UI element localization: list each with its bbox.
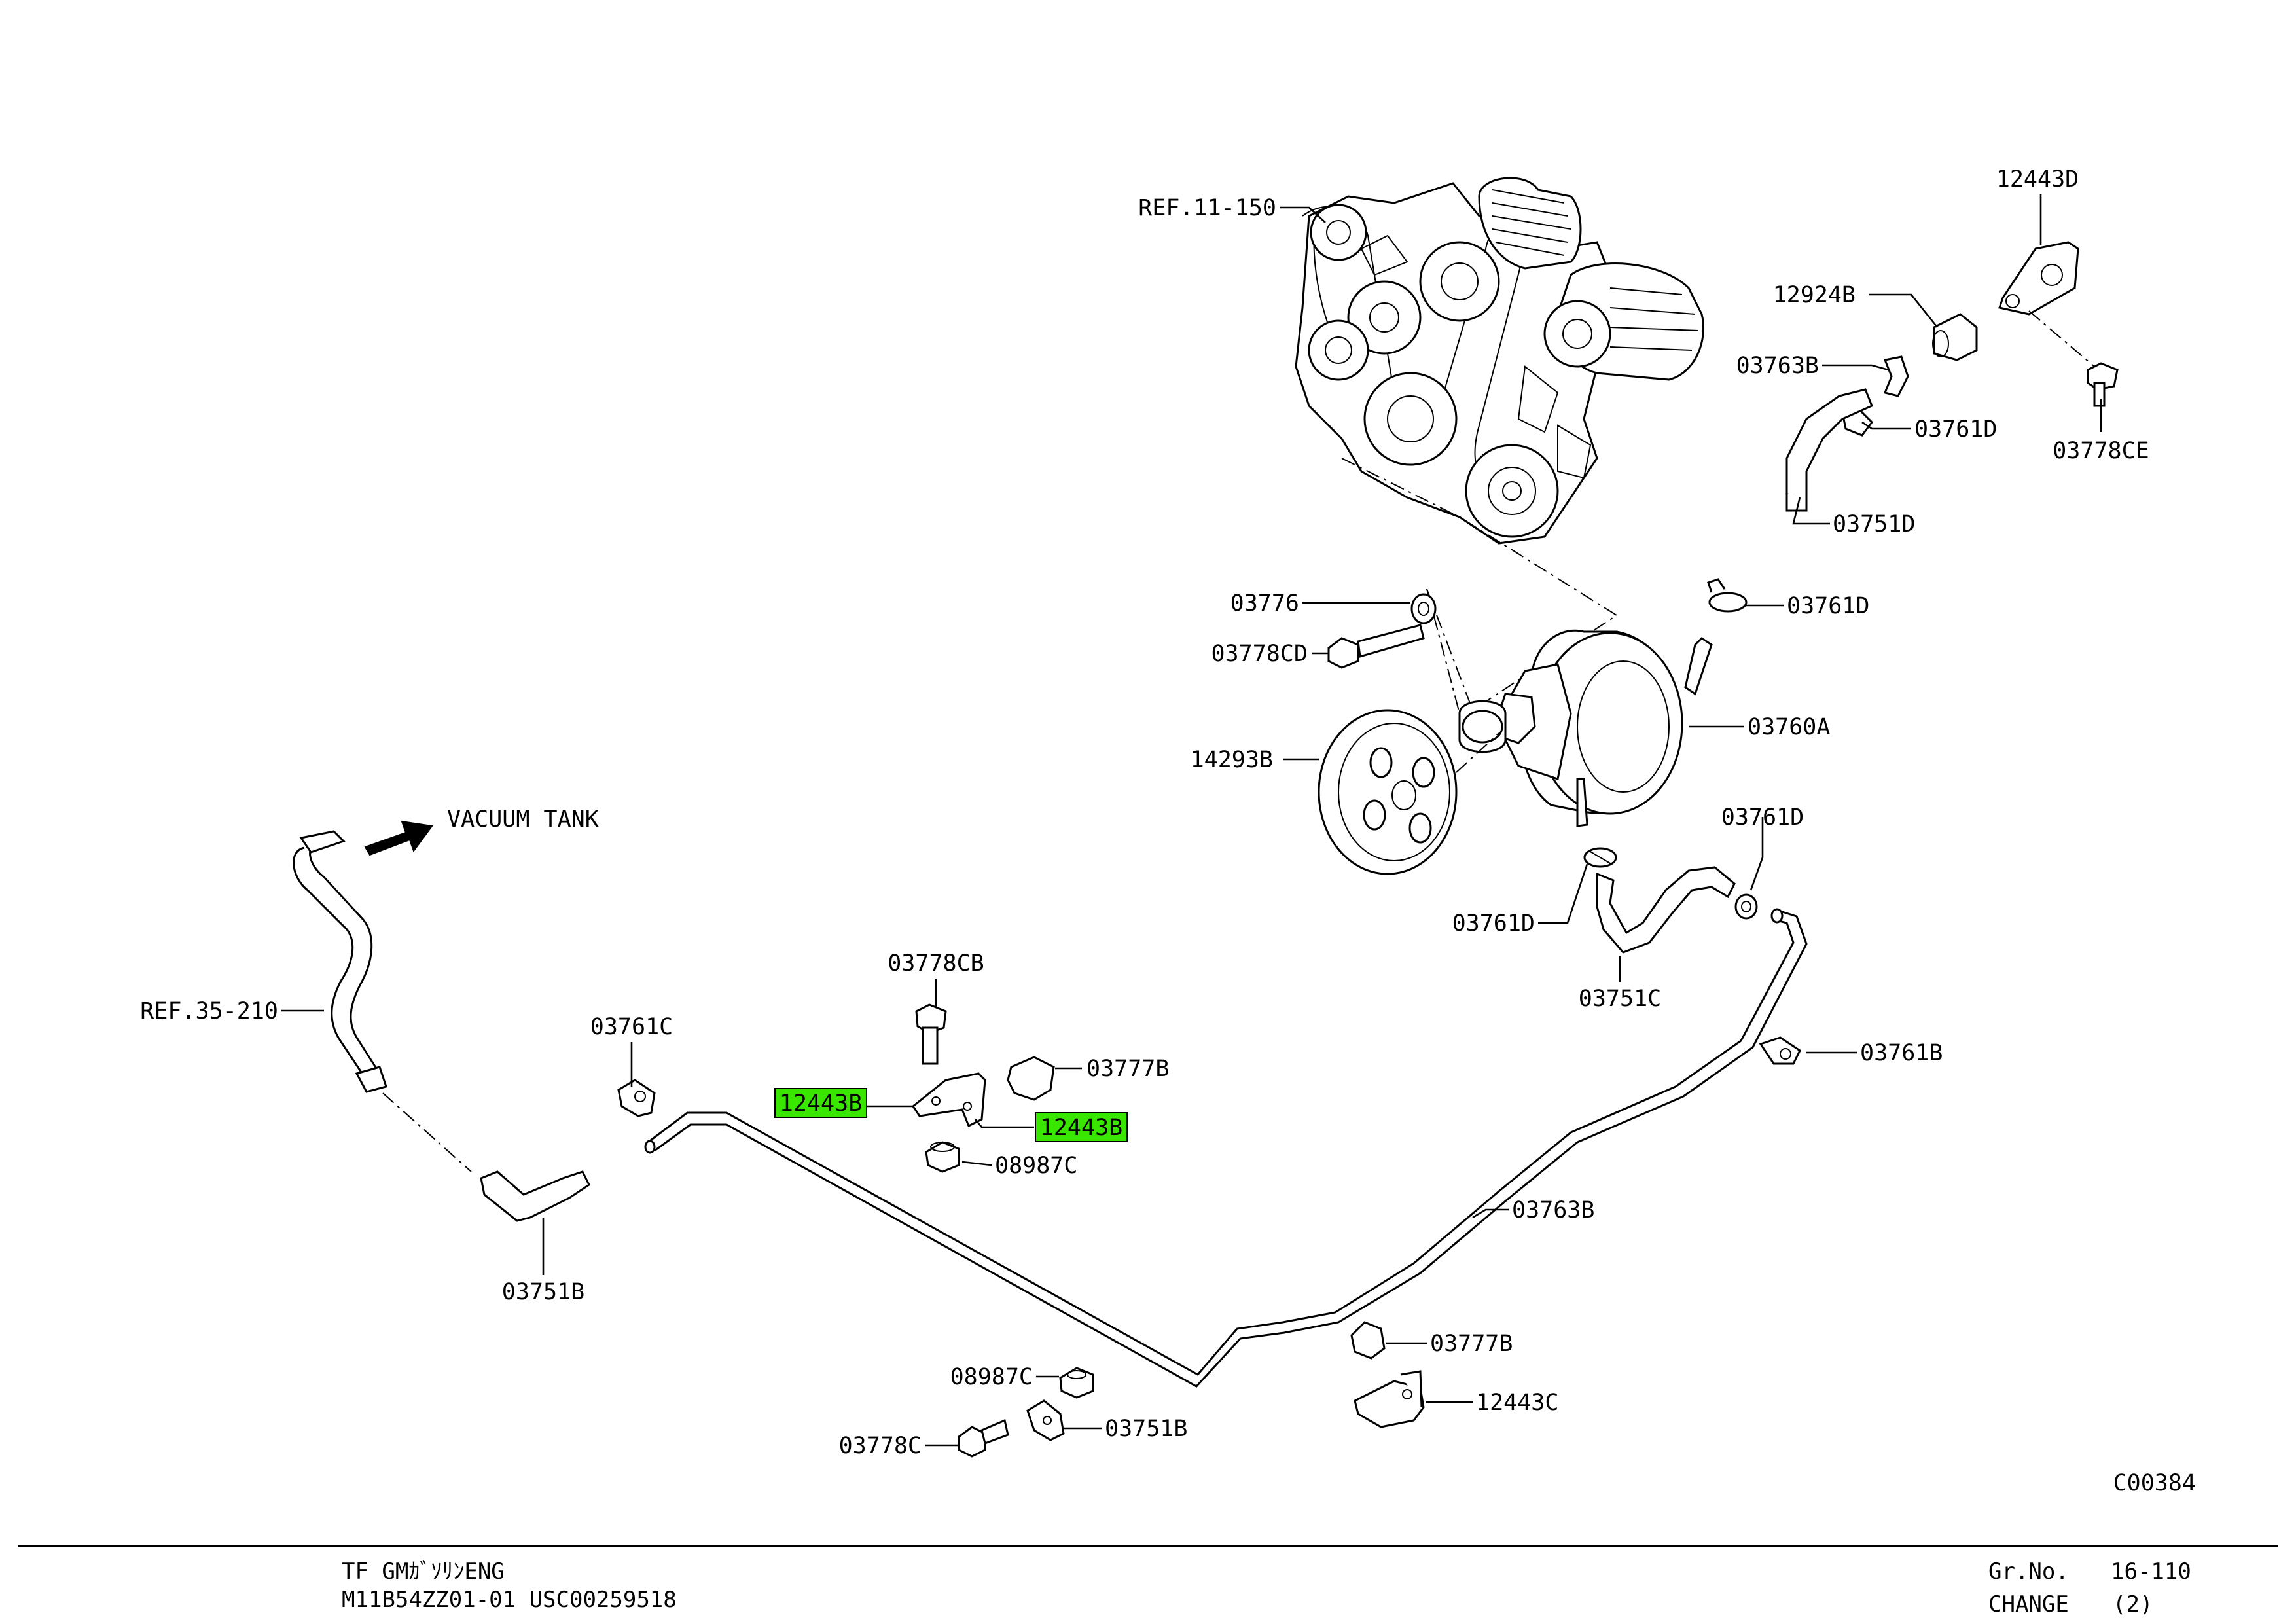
washer-03776 (1410, 593, 1437, 624)
footer: TF GMｶﾞｿﾘﾝENG M11B54ZZ01-01 USC00259518 … (342, 1559, 2191, 1617)
nut-08987C-top (925, 1141, 960, 1173)
footer-model: TF GMｶﾞｿﾘﾝENG (342, 1559, 505, 1585)
label-12924B[interactable]: 12924B (1773, 282, 1856, 308)
hose-03751D (1785, 388, 1873, 512)
clamp-03761C (617, 1079, 656, 1117)
label-ref-11-150[interactable]: REF.11-150 (1138, 195, 1276, 221)
label-03777B-bot[interactable]: 03777B (1430, 1331, 1513, 1357)
label-03776[interactable]: 03776 (1230, 590, 1299, 617)
bolt-03778CB (915, 1003, 947, 1065)
label-12443D[interactable]: 12443D (1996, 166, 2079, 192)
label-03761B[interactable]: 03761B (1860, 1040, 1943, 1066)
bracket-12443B (911, 1072, 986, 1128)
clamp-03761D-lower (1583, 847, 1617, 868)
vacuum-pump-03760A (1458, 629, 1713, 827)
label-03778C[interactable]: 03778C (839, 1433, 922, 1459)
clip-03777B-top (1007, 1056, 1055, 1101)
label-03778CB[interactable]: 03778CB (888, 950, 984, 977)
label-ref-35-210[interactable]: REF.35-210 (140, 998, 278, 1024)
label-03761C[interactable]: 03761C (590, 1014, 673, 1040)
clip-03777B-bot (1350, 1321, 1386, 1360)
arrow-vacuum-tank (364, 820, 433, 856)
label-03761D-2[interactable]: 03761D (1787, 593, 1869, 619)
bolt-03778CD (1327, 624, 1425, 669)
change-value: (2) (2113, 1591, 2153, 1617)
label-03761D-3[interactable]: 03761D (1721, 804, 1804, 831)
highlight-12443B-b (1035, 1112, 1128, 1142)
label-03760A[interactable]: 03760A (1748, 714, 1830, 740)
pulley-14293B (1318, 709, 1458, 875)
bolt-03778C (958, 1418, 1009, 1458)
label-03751B-left[interactable]: 03751B (502, 1279, 584, 1305)
label-03778CD[interactable]: 03778CD (1211, 641, 1308, 667)
bracket-03751B-bot (1026, 1399, 1065, 1441)
part-labels: REF.11-150 12443D 12924B 03763B 03761D 0… (140, 166, 2196, 1496)
figure-code: C00384 (2113, 1470, 2196, 1496)
label-03763B-mid[interactable]: 03763B (1512, 1197, 1594, 1223)
label-03761D-1[interactable]: 03761D (1914, 416, 1997, 442)
group-number-label: Gr.No. (1988, 1559, 2069, 1585)
tube-03763B (644, 908, 1808, 1388)
fitting-12924B (1932, 313, 1978, 361)
label-03751C[interactable]: 03751C (1579, 986, 1661, 1012)
change-label: CHANGE (1988, 1591, 2069, 1617)
leader-lines (281, 194, 2102, 1447)
label-vacuum-tank[interactable]: VACUUM TANK (447, 806, 599, 833)
nut-08987C-bot (1059, 1367, 1094, 1399)
label-03751B-bot[interactable]: 03751B (1105, 1416, 1187, 1442)
footer-code: M11B54ZZ01-01 USC00259518 (342, 1587, 677, 1613)
label-14293B[interactable]: 14293B (1191, 747, 1273, 773)
bracket-12443D (1998, 241, 2079, 316)
engine-assembly (1295, 177, 1705, 545)
highlight-12443B-a (774, 1088, 867, 1118)
label-03777B-top[interactable]: 03777B (1086, 1056, 1169, 1082)
label-08987C-bot[interactable]: 08987C (950, 1364, 1033, 1390)
label-12443B-b[interactable]: 12443B (1040, 1115, 1122, 1141)
clamp-03761B (1759, 1036, 1801, 1065)
hose-ref-35-210 (293, 830, 387, 1093)
label-03761D-4[interactable]: 03761D (1452, 911, 1535, 937)
label-03751D[interactable]: 03751D (1833, 511, 1915, 537)
bracket-12443C (1354, 1370, 1425, 1428)
bolt-03778CE (2087, 362, 2119, 407)
hose-03751C (1596, 866, 1736, 954)
clamp-03761D-mid (1707, 578, 1748, 613)
label-12443C[interactable]: 12443C (1476, 1390, 1558, 1416)
label-08987C-top[interactable]: 08987C (995, 1153, 1077, 1179)
group-number-value: 16-110 (2111, 1559, 2191, 1585)
hose-03751B-left (480, 1170, 590, 1222)
elbow-03763B-top (1883, 355, 1909, 397)
label-03778CE[interactable]: 03778CE (2053, 438, 2149, 464)
clamp-03761D-right (1734, 893, 1758, 920)
label-12443B-a[interactable]: 12443B (780, 1091, 862, 1117)
label-03763B-top[interactable]: 03763B (1736, 353, 1819, 379)
